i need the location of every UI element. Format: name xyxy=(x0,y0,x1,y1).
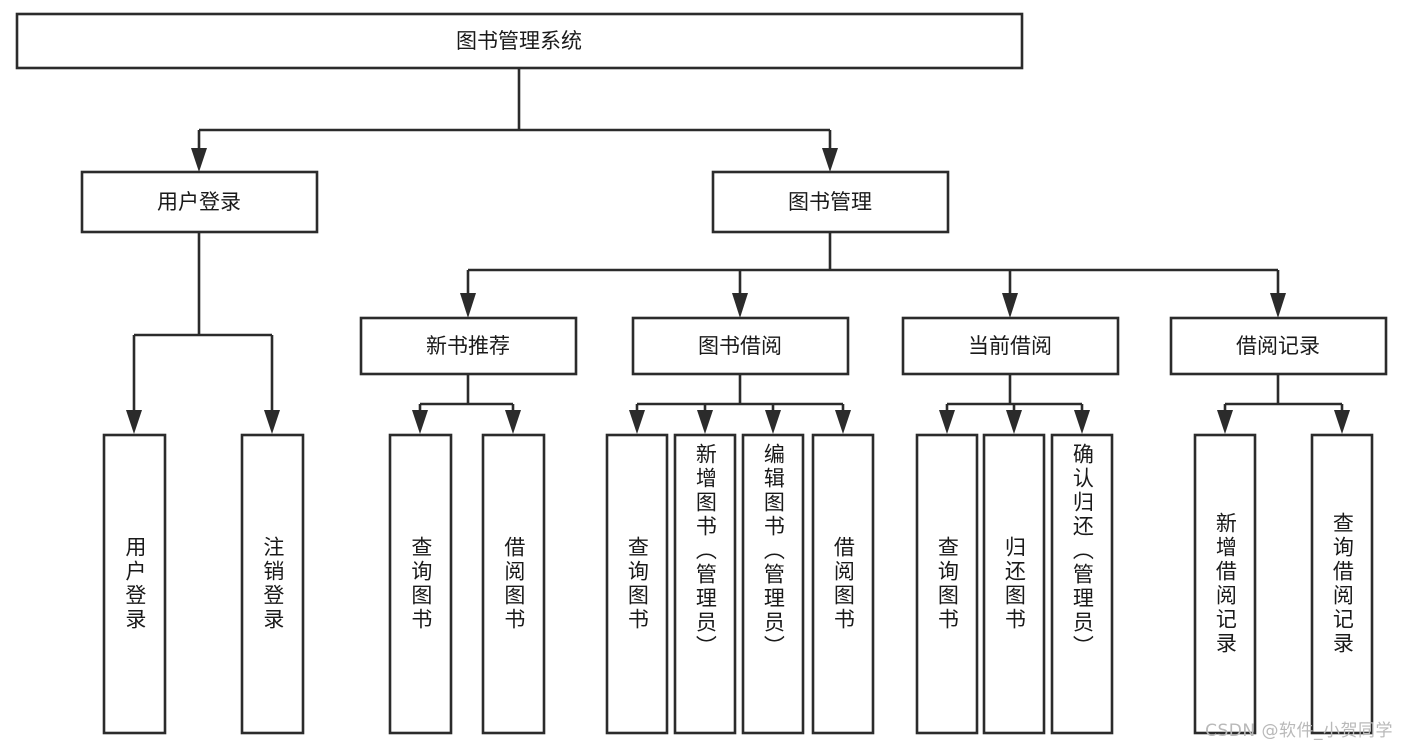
node-book-management[interactable]: 图书管理 xyxy=(711,170,950,234)
node-new-book-recommend[interactable]: 新书推荐 xyxy=(359,316,578,376)
node-current-borrow[interactable]: 当前借阅 xyxy=(901,316,1120,376)
node-book-borrow-label: 图书借阅 xyxy=(698,334,782,358)
node-leaf-return-book-box[interactable] xyxy=(982,433,1046,735)
node-user-login-label: 用户登录 xyxy=(157,190,241,214)
arrowhead-leaf-confirm-return-admin xyxy=(1074,410,1090,434)
node-borrow-record-box[interactable] xyxy=(1169,316,1388,376)
arrowhead-leaf-borrow-book-2 xyxy=(835,410,851,434)
node-leaf-add-borrow-record-box[interactable] xyxy=(1193,433,1257,735)
node-user-login-box[interactable] xyxy=(80,170,319,234)
node-root-label: 图书管理系统 xyxy=(456,29,582,53)
node-leaf-edit-book-admin-box[interactable] xyxy=(741,433,805,735)
arrowhead-leaf-logout-login xyxy=(264,410,280,434)
node-leaf-user-login-box[interactable] xyxy=(102,433,167,735)
csdn-watermark: CSDN @软件_小贺同学 xyxy=(1205,721,1393,741)
arrowhead-leaf-return-book xyxy=(1006,410,1022,434)
node-current-borrow-box[interactable] xyxy=(901,316,1120,376)
nodes-layer: 图书管理系统 用户登录 图书管理 新书推荐 图书借阅 当前 xyxy=(15,12,1388,735)
arrowhead-user-login xyxy=(191,148,207,172)
arrowhead-leaf-query-book-1 xyxy=(412,410,428,434)
arrowhead-leaf-add-borrow-record xyxy=(1217,410,1233,434)
node-leaf-borrow-book-2-box[interactable] xyxy=(811,433,875,735)
node-borrow-record-label: 借阅记录 xyxy=(1236,334,1320,358)
node-book-management-box[interactable] xyxy=(711,170,950,234)
arrowhead-borrow-record xyxy=(1270,293,1286,318)
arrowhead-leaf-query-book-3 xyxy=(939,410,955,434)
node-user-login[interactable]: 用户登录 xyxy=(80,170,319,234)
node-new-book-recommend-label: 新书推荐 xyxy=(426,334,510,358)
arrowhead-current-borrow xyxy=(1002,293,1018,318)
node-leaf-query-book-2-box[interactable] xyxy=(605,433,669,735)
arrowhead-book-borrow xyxy=(732,293,748,318)
node-leaf-query-book-3-box[interactable] xyxy=(915,433,979,735)
node-leaf-query-borrow-record-box[interactable] xyxy=(1310,433,1374,735)
node-leaf-confirm-return-admin-box[interactable] xyxy=(1050,433,1114,735)
node-leaf-logout-login-box[interactable] xyxy=(240,433,305,735)
node-leaf-borrow-book-1-box[interactable] xyxy=(481,433,546,735)
arrowhead-book-management xyxy=(822,148,838,172)
node-borrow-record[interactable]: 借阅记录 xyxy=(1169,316,1388,376)
arrowhead-leaf-query-borrow-record xyxy=(1334,410,1350,434)
node-root-box[interactable] xyxy=(15,12,1024,70)
arrowhead-new-book-recommend xyxy=(460,293,476,318)
arrowhead-leaf-borrow-book-1 xyxy=(505,410,521,434)
node-root[interactable]: 图书管理系统 xyxy=(15,12,1024,70)
arrowhead-leaf-edit-book-admin xyxy=(765,410,781,434)
node-leaf-query-book-1-box[interactable] xyxy=(388,433,453,735)
node-leaf-add-book-admin-box[interactable] xyxy=(673,433,737,735)
arrowhead-leaf-query-book-2 xyxy=(629,410,645,434)
node-book-borrow-box[interactable] xyxy=(631,316,850,376)
arrowhead-leaf-add-book-admin xyxy=(697,410,713,434)
arrowhead-leaf-user-login xyxy=(126,410,142,434)
node-book-management-label: 图书管理 xyxy=(788,190,872,214)
edges-layer xyxy=(126,68,1350,434)
node-new-book-recommend-box[interactable] xyxy=(359,316,578,376)
node-current-borrow-label: 当前借阅 xyxy=(968,334,1052,358)
node-book-borrow[interactable]: 图书借阅 xyxy=(631,316,850,376)
